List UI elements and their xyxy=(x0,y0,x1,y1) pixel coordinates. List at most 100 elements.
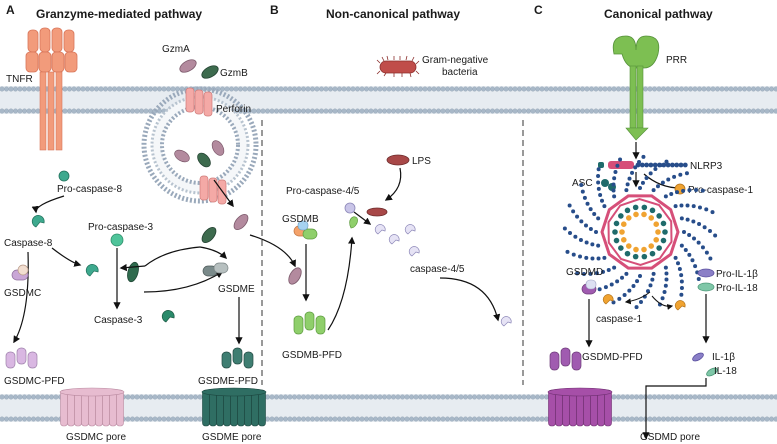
caspase-3-label: Caspase-3 xyxy=(94,315,143,326)
pro-caspase-45-label: Pro-caspase-4/5 xyxy=(286,186,360,197)
arrow-casp8-to-gsdmc-cleave xyxy=(13,251,29,344)
arrow-gzmb-to-gsdme xyxy=(199,246,228,260)
caspase-3-icon xyxy=(161,310,175,323)
gsdmc-icon xyxy=(11,264,29,281)
caspase-45-icon-4 xyxy=(408,246,420,257)
gram-negative-label-2: bacteria xyxy=(442,67,478,78)
panel-b-title: Non-canonical pathway xyxy=(326,7,460,21)
gsdmd-pfd-icon xyxy=(549,347,582,371)
nlrp3-label: NLRP3 xyxy=(690,161,723,172)
gsdme-pfd-icon xyxy=(221,347,254,369)
caspase-45-label: caspase-4/5 xyxy=(410,264,465,275)
tnfr-label: TNFR xyxy=(6,74,33,85)
gram-negative-label-1: Gram-negative xyxy=(422,55,489,66)
panel-c-title: Canonical pathway xyxy=(604,7,713,21)
gsdmd-icon xyxy=(581,279,597,295)
gzma-label: GzmA xyxy=(162,44,190,55)
gsdmc-pfd-label: GSDMC-PFD xyxy=(4,376,65,387)
il1b-label: IL-1β xyxy=(712,352,735,363)
lps-bound xyxy=(366,207,388,217)
arrow-inflammasome-to-casp1-left xyxy=(624,291,651,305)
gsdmc-pfd-icon xyxy=(5,347,38,369)
arrow-gzmb-to-casp8 xyxy=(119,263,146,272)
nlrp3-icon xyxy=(598,161,688,169)
caspase-8-icon xyxy=(31,215,45,228)
pro-caspase-8-label: Pro-caspase-8 xyxy=(57,184,122,195)
lps-label: LPS xyxy=(412,156,431,167)
gsdmc-pore-label: GSDMC pore xyxy=(66,432,126,443)
pro-caspase-8-icon xyxy=(58,170,70,182)
gsdmb-pfd-icon xyxy=(293,311,326,335)
gsdmb-icon xyxy=(293,220,318,240)
arrow-gsdmbpfd-to-caspase45 xyxy=(327,236,356,331)
pro-caspase-45-icon xyxy=(344,202,356,214)
caspase-45-icon-1 xyxy=(374,224,386,235)
panel-b-letter: B xyxy=(270,3,279,17)
gsdmc-pore xyxy=(59,387,125,427)
arrow-inflammasome-to-casp1-right xyxy=(651,295,674,310)
caspase-45-icon-3 xyxy=(404,224,416,235)
perforin-label: Perforin xyxy=(216,104,251,115)
gsdmc-label: GSDMC xyxy=(4,288,41,299)
gsdme-pore xyxy=(201,387,267,427)
pro-il1b-icon xyxy=(697,268,715,278)
gram-negative-bacteria-icon xyxy=(376,55,420,78)
arrow-gzmb-branch xyxy=(144,246,201,267)
gzmb-label: GzmB xyxy=(220,68,248,79)
caspase-1-icon-left xyxy=(602,294,614,305)
arrow-casp3-to-gsdme xyxy=(143,271,224,293)
arrow-il-release xyxy=(642,378,707,440)
pro-caspase-1-label: Pro-caspase-1 xyxy=(688,185,753,196)
pro-caspase-3-icon xyxy=(110,233,124,247)
gzma-released xyxy=(233,213,249,231)
lps-icon xyxy=(386,154,410,166)
arrow-procasp45-to-casp45 xyxy=(353,211,372,225)
gzma-in-vesicle xyxy=(174,149,190,163)
caspase-1-label: caspase-1 xyxy=(596,314,643,325)
caspase-45-icon-2 xyxy=(388,234,400,245)
arrow-lps-down xyxy=(384,167,402,201)
gsdmd-pore-label: GSDMD pore xyxy=(640,432,700,443)
arrow-gzma-to-gsdmb xyxy=(249,234,296,268)
gzmb-released xyxy=(201,226,217,244)
gzma-granzyme-a xyxy=(179,59,197,73)
gsdme-label: GSDME xyxy=(218,284,255,295)
il18-icon xyxy=(706,367,718,377)
panel-a-title: Granzyme-mediated pathway xyxy=(36,7,202,21)
gsdme-pore-label: GSDME pore xyxy=(202,432,262,443)
il18-label: IL-18 xyxy=(714,366,737,377)
gzma-panel-b xyxy=(288,267,302,285)
caspase-45-icon-5 xyxy=(500,316,512,327)
pro-il18-label: Pro-IL-18 xyxy=(716,283,758,294)
caspase-1-icon-right xyxy=(674,300,686,311)
gsdme-pfd-label: GSDME-PFD xyxy=(198,376,258,387)
top-plasma-membrane xyxy=(0,86,777,114)
gsdme-icon xyxy=(202,262,229,277)
caspase-8-label: Caspase-8 xyxy=(4,238,53,249)
gzmb-acting-casp3 xyxy=(127,261,139,283)
arrow-caspase45-to-c xyxy=(439,277,501,322)
panel-a-letter: A xyxy=(6,3,15,17)
pro-il1b-label: Pro-IL-1β xyxy=(716,269,758,280)
gzma-in-vesicle-2 xyxy=(211,140,225,156)
tnfr-receptor xyxy=(25,27,78,151)
gsdmb-pfd-label: GSDMB-PFD xyxy=(282,350,342,361)
pro-il18-icon xyxy=(697,282,715,292)
prr-label: PRR xyxy=(666,55,687,66)
prr-receptor xyxy=(612,35,660,141)
gsdmd-pfd-label: GSDMD-PFD xyxy=(582,352,643,363)
il1b-icon xyxy=(692,352,704,362)
gsdmd-pore xyxy=(547,387,613,427)
nlrp3-inflammasome xyxy=(562,154,718,310)
perforin-pore-top xyxy=(185,87,213,117)
vesicle-release-arrow xyxy=(213,179,234,208)
gzmb-in-vesicle xyxy=(197,152,211,168)
caspase-8-active-icon xyxy=(85,264,99,277)
arrow-procasp8-to-casp8 xyxy=(31,195,65,214)
perforin-pore-bottom xyxy=(199,175,227,205)
gsdmb-cleaved-green xyxy=(349,216,358,229)
gsdmb-label: GSDMB xyxy=(282,214,319,225)
panel-c-letter: C xyxy=(534,3,543,17)
arrow-casp8-to-casp3 xyxy=(51,247,82,267)
